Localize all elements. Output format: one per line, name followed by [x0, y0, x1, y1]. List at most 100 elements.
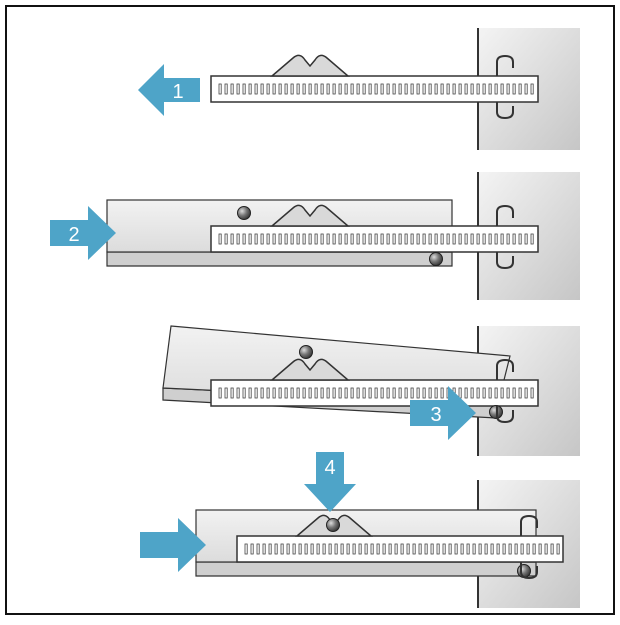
rail-slot: [482, 233, 486, 245]
rail-slot: [424, 543, 428, 555]
rail-slot: [416, 83, 420, 95]
rail-slot: [326, 387, 330, 399]
rail-slot: [308, 233, 312, 245]
rail-slot: [266, 387, 270, 399]
rail-slot: [236, 233, 240, 245]
rail-slot: [434, 233, 438, 245]
rail-slot: [494, 83, 498, 95]
rail-slot: [334, 543, 338, 555]
rail-slot: [460, 543, 464, 555]
rail-slot: [490, 543, 494, 555]
rail-slot: [508, 543, 512, 555]
rail-slot: [404, 83, 408, 95]
rail-slot: [470, 233, 474, 245]
rail-slot: [284, 233, 288, 245]
rail-slot: [380, 387, 384, 399]
rail-slot: [530, 83, 534, 95]
step-4-number: 4: [324, 457, 335, 479]
step-3-panel: 3: [162, 325, 580, 456]
rail-slot: [266, 83, 270, 95]
shelf-2-bottom: [106, 251, 453, 267]
rail-slot: [218, 83, 222, 95]
rail-slot: [364, 543, 368, 555]
rail-slot: [314, 83, 318, 95]
rail-slot: [346, 543, 350, 555]
rail-slot: [392, 233, 396, 245]
rail-1-hump: [269, 54, 351, 77]
rail-slot: [224, 83, 228, 95]
rail-slot: [362, 233, 366, 245]
rail-slot: [254, 83, 258, 95]
rail-slot: [496, 543, 500, 555]
rail-slot: [338, 387, 342, 399]
rail-slot: [266, 233, 270, 245]
rail-slot: [514, 543, 518, 555]
rail-slot: [254, 387, 258, 399]
rail-slot: [422, 83, 426, 95]
rail-3-slots: [218, 387, 534, 399]
shelf-4-ball-top: [326, 518, 340, 532]
rail-slot: [370, 543, 374, 555]
rail-slot: [442, 543, 446, 555]
rail-slot: [260, 233, 264, 245]
rail-slot: [494, 233, 498, 245]
rail-slot: [224, 233, 228, 245]
rail-slot: [482, 83, 486, 95]
rail-slot: [386, 233, 390, 245]
rail-slot: [356, 83, 360, 95]
shelf-2-ball-top: [237, 206, 251, 220]
rail-slot: [470, 83, 474, 95]
rail-slot: [368, 233, 372, 245]
step-4-panel: 4: [140, 452, 580, 608]
rail-slot: [250, 543, 254, 555]
rail-slot: [428, 83, 432, 95]
rail-slot: [362, 83, 366, 95]
rail-slot: [506, 83, 510, 95]
rail-slot: [236, 83, 240, 95]
rail-slot: [350, 233, 354, 245]
rail-slot: [380, 83, 384, 95]
rail-slot: [278, 387, 282, 399]
rail-slot: [272, 233, 276, 245]
step-1-panel: 1: [138, 28, 580, 150]
rail-slot: [278, 233, 282, 245]
rail-slot: [352, 543, 356, 555]
rail-slot: [538, 543, 542, 555]
rail-slot: [382, 543, 386, 555]
rail-slot: [340, 543, 344, 555]
rail-slot: [248, 387, 252, 399]
rail-slot: [464, 387, 468, 399]
rail-slot: [356, 387, 360, 399]
rail-slot: [416, 387, 420, 399]
rail-slot: [488, 233, 492, 245]
rail-slot: [260, 83, 264, 95]
rail-slot: [428, 233, 432, 245]
rail-slot: [358, 543, 362, 555]
rail-slot: [476, 387, 480, 399]
rail-slot: [392, 387, 396, 399]
rail-2-hump: [269, 204, 351, 227]
rail-slot: [320, 387, 324, 399]
rail-slot: [218, 233, 222, 245]
step-4-push-arrow: [140, 518, 206, 572]
rail-slot: [550, 543, 554, 555]
rail-slot: [256, 543, 260, 555]
rail-slot: [268, 543, 272, 555]
rail-slot: [466, 543, 470, 555]
rail-slot: [512, 233, 516, 245]
rail-slot: [512, 387, 516, 399]
rail-slot: [404, 233, 408, 245]
shelf-4-bottom: [195, 561, 537, 577]
rail-slot: [284, 83, 288, 95]
rail-slot: [350, 387, 354, 399]
rail-slot: [436, 543, 440, 555]
rail-slot: [304, 543, 308, 555]
rail-slot: [386, 387, 390, 399]
rail-slot: [506, 233, 510, 245]
rail-slot: [398, 233, 402, 245]
rail-slot: [230, 83, 234, 95]
rail-slot: [316, 543, 320, 555]
rail-slot: [476, 83, 480, 95]
rail-slot: [430, 543, 434, 555]
